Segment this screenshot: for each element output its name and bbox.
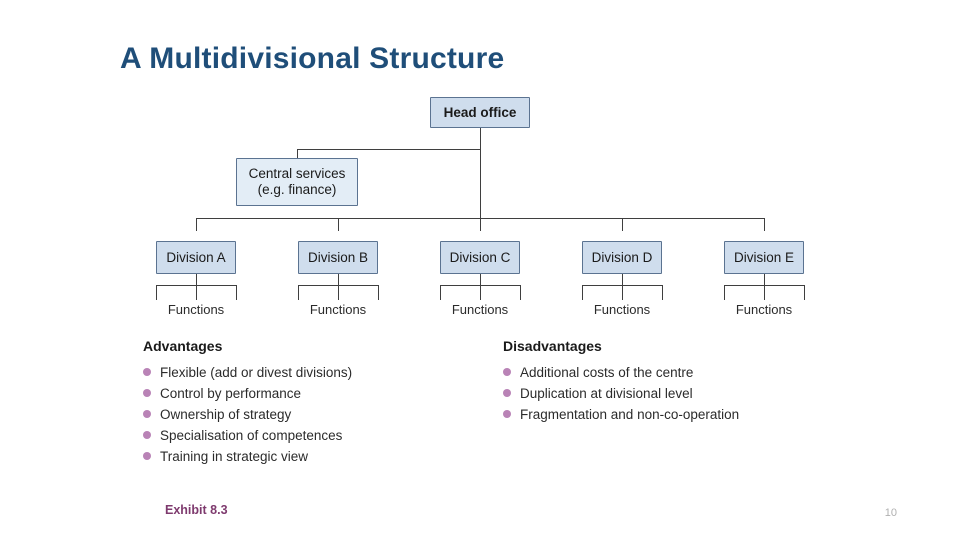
node-division-d[interactable]: Division D [582, 241, 662, 274]
connector-functions-a-leg-2 [196, 285, 197, 300]
node-central-services[interactable]: Central services (e.g. finance) [236, 158, 358, 206]
label-functions-a: Functions [167, 302, 225, 317]
connector-functions-d-leg-2 [622, 285, 623, 300]
advantage-item-5: Training in strategic view [160, 449, 309, 464]
list-item: Specialisation of competences [143, 428, 352, 443]
advantage-item-2: Control by performance [160, 386, 302, 401]
connector-functions-a-stem [196, 274, 197, 285]
node-division-a[interactable]: Division A [156, 241, 236, 274]
org-chart-diagram: Head office Central services (e.g. finan… [140, 90, 840, 340]
bullet-dot-icon [503, 389, 511, 397]
disadvantage-item-2: Duplication at divisional level [520, 386, 693, 401]
node-division-d-label: Division D [591, 249, 653, 265]
label-functions-b: Functions [309, 302, 367, 317]
connector-functions-b-leg-2 [338, 285, 339, 300]
bullet-dot-icon [143, 410, 151, 418]
advantage-item-1: Flexible (add or divest divisions) [160, 365, 353, 380]
disadvantages-column: Disadvantages Additional costs of the ce… [503, 338, 739, 428]
list-item: Additional costs of the centre [503, 365, 739, 380]
connector-functions-c-leg-2 [480, 285, 481, 300]
label-functions-d: Functions [593, 302, 651, 317]
list-item: Training in strategic view [143, 449, 352, 464]
bullet-dot-icon [503, 368, 511, 376]
list-item: Duplication at divisional level [503, 386, 739, 401]
connector-main-trunk [480, 149, 481, 218]
list-item: Control by performance [143, 386, 352, 401]
connector-functions-c-leg-3 [520, 285, 521, 300]
node-central-services-line1: Central services [248, 166, 346, 182]
label-functions-c: Functions [451, 302, 509, 317]
advantage-item-4: Specialisation of competences [160, 428, 343, 443]
connector-division-a-stem [196, 218, 197, 231]
bullet-dot-icon [503, 410, 511, 418]
connector-functions-c-leg-1 [440, 285, 441, 300]
node-division-c-label: Division C [449, 249, 511, 265]
node-central-services-line2: (e.g. finance) [257, 182, 337, 197]
label-functions-e: Functions [735, 302, 793, 317]
connector-functions-e-stem [764, 274, 765, 285]
node-head-office-label: Head office [443, 104, 517, 120]
connector-division-d-stem [622, 218, 623, 231]
node-division-e[interactable]: Division E [724, 241, 804, 274]
advantages-column: Advantages Flexible (add or divest divis… [143, 338, 352, 470]
node-division-c[interactable]: Division C [440, 241, 520, 274]
connector-functions-e-leg-3 [804, 285, 805, 300]
pros-cons-lists: Advantages Flexible (add or divest divis… [140, 338, 840, 483]
list-item: Flexible (add or divest divisions) [143, 365, 352, 380]
connector-division-e-stem [764, 218, 765, 231]
connector-central-stem [297, 149, 298, 160]
node-division-b-label: Division B [307, 249, 369, 265]
bullet-dot-icon [143, 389, 151, 397]
connector-division-b-stem [338, 218, 339, 231]
page-title: A Multidivisional Structure [120, 42, 505, 75]
advantage-item-3: Ownership of strategy [160, 407, 292, 422]
connector-functions-a-leg-3 [236, 285, 237, 300]
disadvantage-item-1: Additional costs of the centre [520, 365, 694, 380]
node-division-b[interactable]: Division B [298, 241, 378, 274]
advantages-heading: Advantages [143, 338, 223, 354]
connector-functions-b-stem [338, 274, 339, 285]
page-number: 10 [884, 507, 897, 519]
connector-functions-e-leg-2 [764, 285, 765, 300]
node-head-office[interactable]: Head office [430, 97, 530, 128]
bullet-dot-icon [143, 368, 151, 376]
list-item: Ownership of strategy [143, 407, 352, 422]
connector-functions-d-leg-3 [662, 285, 663, 300]
disadvantage-item-3: Fragmentation and non-co-operation [520, 407, 740, 422]
connector-functions-d-leg-1 [582, 285, 583, 300]
connector-division-c-stem [480, 218, 481, 231]
connector-functions-e-leg-1 [724, 285, 725, 300]
connector-functions-b-leg-1 [298, 285, 299, 300]
connector-functions-a-leg-1 [156, 285, 157, 300]
disadvantages-heading: Disadvantages [503, 338, 602, 354]
connector-head-to-central [297, 149, 481, 150]
connector-head-office-stem [480, 128, 481, 149]
exhibit-label: Exhibit 8.3 [165, 503, 228, 517]
connector-functions-d-stem [622, 274, 623, 285]
node-division-e-label: Division E [733, 249, 795, 265]
bullet-dot-icon [143, 452, 151, 460]
bullet-dot-icon [143, 431, 151, 439]
list-item: Fragmentation and non-co-operation [503, 407, 739, 422]
connector-functions-c-stem [480, 274, 481, 285]
node-division-a-label: Division A [166, 249, 226, 265]
connector-functions-b-leg-3 [378, 285, 379, 300]
